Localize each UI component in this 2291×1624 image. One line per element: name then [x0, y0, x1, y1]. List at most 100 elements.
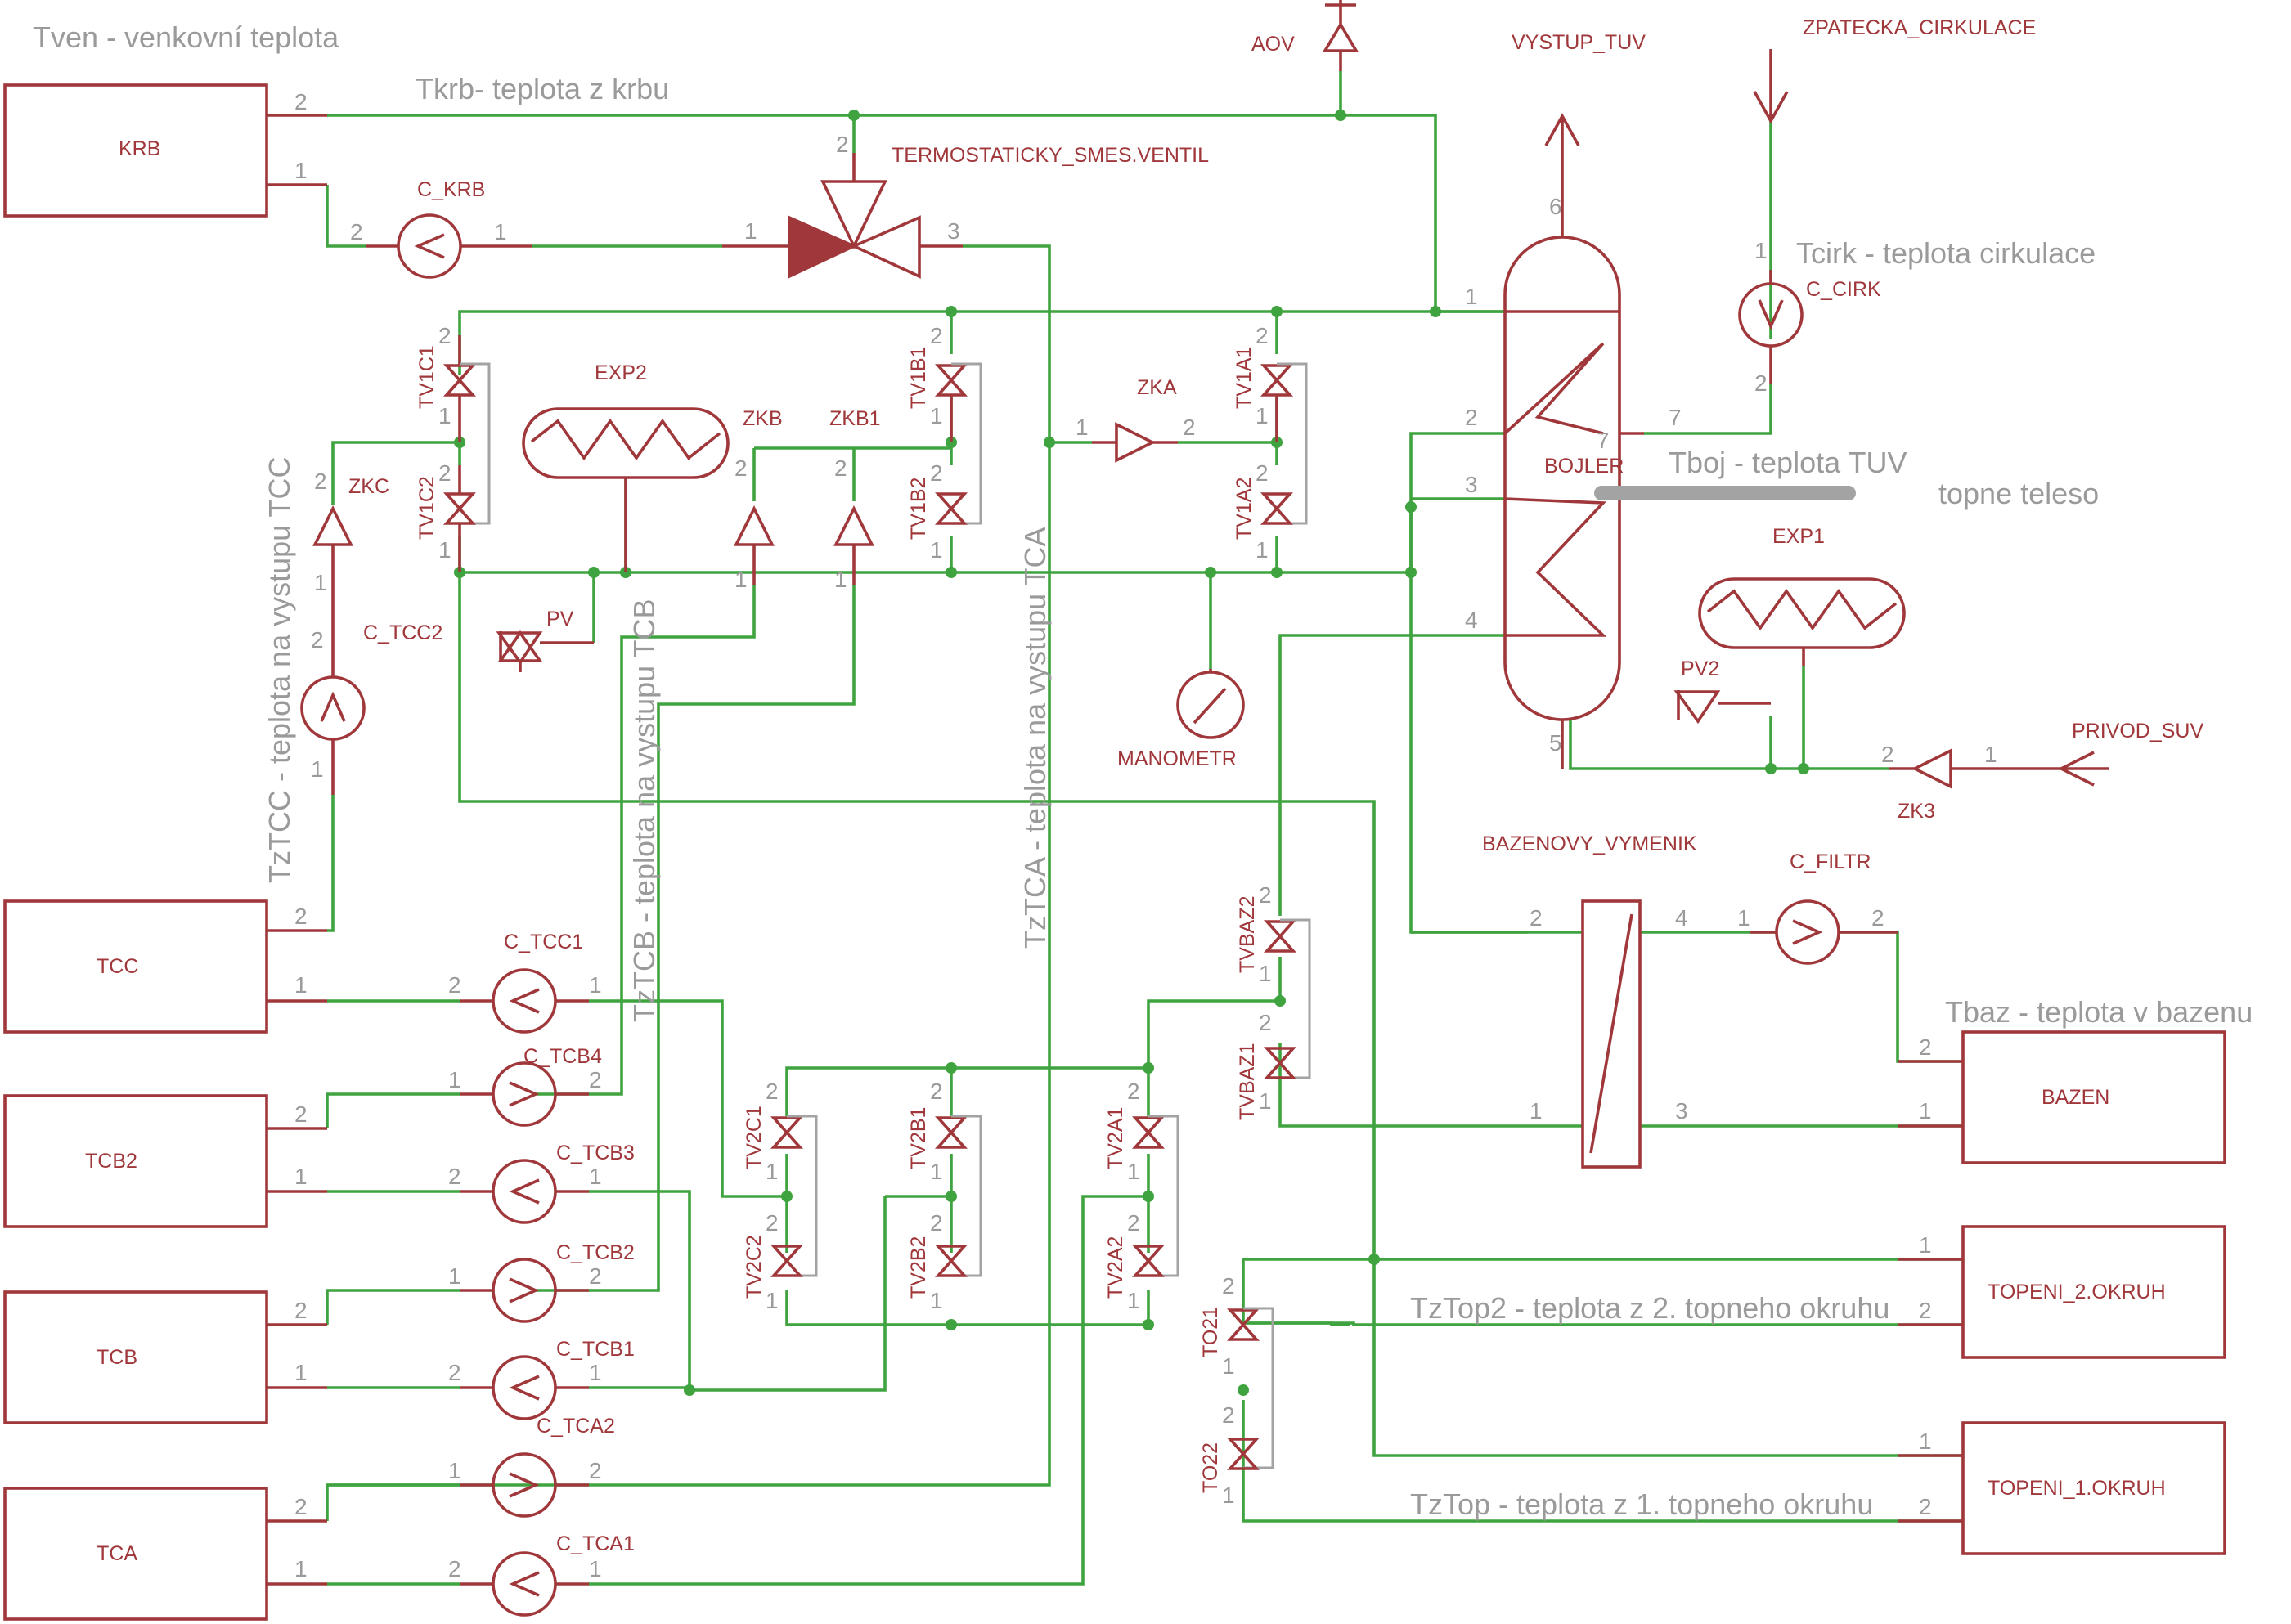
- vystup-tuv-port[interactable]: VYSTUP_TUV: [1512, 31, 1646, 155]
- svg-text:2: 2: [448, 1556, 461, 1581]
- valve-tvbaz2[interactable]: TVBAZ2 2 1: [1236, 882, 1311, 1079]
- valve-tv2b1[interactable]: TV2B1 21: [907, 1079, 982, 1277]
- svg-text:1: 1: [1530, 1098, 1543, 1124]
- valve-tv1b2[interactable]: TV1B2 21: [907, 460, 966, 563]
- pump-c-cirk[interactable]: 1 2 C_CIRK: [1738, 238, 1881, 396]
- check-valve-zkb[interactable]: 2 1 ZKB: [734, 407, 783, 592]
- check-valve-zkb1[interactable]: 2 1 ZKB1: [829, 407, 881, 592]
- expansion-tank-exp2[interactable]: EXP2: [522, 361, 730, 572]
- block-topeni1-label: TOPENI_1.OKRUH: [1988, 1477, 2166, 1500]
- pump-c-filtr[interactable]: 1 2 C_FILTR: [1737, 850, 1898, 965]
- svg-text:2: 2: [294, 904, 308, 929]
- pump-c-tcc1[interactable]: 2 1 C_TCC1: [448, 931, 602, 1034]
- svg-text:ZKB1: ZKB1: [829, 407, 881, 430]
- pump-c-tcb2[interactable]: 1 2 C_TCB2: [448, 1241, 635, 1323]
- svg-text:ZK3: ZK3: [1898, 800, 1935, 823]
- check-valve-zk3[interactable]: 2 1 ZK3: [1881, 742, 1997, 823]
- aov-valve[interactable]: AOV: [1251, 0, 1359, 71]
- svg-text:2: 2: [1881, 742, 1894, 767]
- svg-text:6: 6: [1549, 194, 1562, 219]
- valve-tv1c2[interactable]: TV1C2 21: [416, 460, 474, 572]
- block-tcc[interactable]: TCC 2 1: [3, 899, 327, 1034]
- pump-c-krb[interactable]: 2 1 C_KRB: [350, 178, 532, 279]
- svg-text:2: 2: [1919, 1034, 1932, 1060]
- note-tcirk: Tcirk - teplota cirkulace: [1796, 236, 2096, 270]
- svg-text:TV1B1: TV1B1: [907, 347, 930, 409]
- expansion-tank-exp1[interactable]: EXP1: [1698, 525, 1906, 666]
- note-tboj: Tboj - teplota TUV: [1669, 446, 1907, 479]
- valve-tv1a2[interactable]: TV1A2 21: [1233, 460, 1291, 563]
- bojler[interactable]: 1 2 3 4 5 6 7 7 BOJLER: [1465, 155, 1682, 769]
- svg-text:3: 3: [1675, 1098, 1688, 1124]
- svg-text:TVBAZ2: TVBAZ2: [1236, 896, 1259, 973]
- svg-text:1: 1: [1259, 1088, 1272, 1114]
- svg-text:4: 4: [1465, 608, 1478, 633]
- svg-text:C_TCB3: C_TCB3: [556, 1142, 635, 1164]
- valve-tv1c1[interactable]: TV1C1 21: [416, 323, 491, 525]
- svg-text:1: 1: [1076, 415, 1089, 440]
- valve-tvbaz1[interactable]: TVBAZ1 2 1: [1236, 1010, 1295, 1120]
- pump-c-tcb3[interactable]: 2 1 C_TCB3: [448, 1142, 635, 1224]
- block-tca[interactable]: TCA 2 1: [3, 1487, 327, 1621]
- block-krb[interactable]: KRB 2 1: [3, 83, 327, 218]
- pump-c-tca2[interactable]: 1 2 C_TCA2: [448, 1415, 615, 1518]
- block-topeni-2-okruh[interactable]: TOPENI_2.OKRUH 1 2: [1898, 1225, 2226, 1359]
- svg-text:1: 1: [1127, 1288, 1140, 1313]
- pump-c-tca1[interactable]: 2 1 C_TCA1: [448, 1532, 635, 1617]
- svg-text:2: 2: [314, 469, 327, 494]
- svg-text:1: 1: [1754, 238, 1768, 263]
- svg-text:C_TCB4: C_TCB4: [523, 1045, 602, 1068]
- bojler-label: BOJLER: [1544, 455, 1624, 478]
- block-topeni-1-okruh[interactable]: TOPENI_1.OKRUH 1 2: [1898, 1421, 2226, 1555]
- valve-tv2a2[interactable]: TV2A2 21: [1104, 1210, 1163, 1313]
- valve-to22[interactable]: TO22 21: [1199, 1402, 1258, 1508]
- svg-text:1: 1: [294, 972, 308, 998]
- svg-text:2: 2: [294, 1101, 308, 1127]
- svg-text:2: 2: [766, 1079, 779, 1104]
- svg-text:TO21: TO21: [1199, 1307, 1222, 1357]
- check-valve-zka[interactable]: 1 2 ZKA: [1076, 376, 1196, 463]
- note-tztcc: TzTCC - teplota na vystupu TCC: [263, 456, 296, 883]
- pump-c-tcc2[interactable]: 2 1 C_TCC2: [300, 621, 442, 795]
- svg-text:1: 1: [1919, 1098, 1932, 1124]
- note-tztca: TzTCA - teplota na vystupu TCA: [1018, 527, 1052, 949]
- valve-tv2b2[interactable]: TV2B2 21: [907, 1210, 966, 1313]
- svg-text:2: 2: [734, 455, 748, 481]
- svg-text:2: 2: [1754, 370, 1768, 396]
- block-tcb[interactable]: TCB 2 1: [3, 1290, 327, 1424]
- manometer[interactable]: MANOMETR: [1117, 669, 1245, 770]
- valve-tv2c2[interactable]: TV2C2 21: [743, 1210, 802, 1313]
- svg-text:2: 2: [930, 1210, 943, 1236]
- zpatecka-cirkulace-port[interactable]: ZPATECKA_CIRKULACE: [1753, 16, 2036, 124]
- safety-valve-pv[interactable]: PV: [496, 608, 595, 672]
- privod-suv-port[interactable]: PRIVOD_SUV: [1996, 720, 2203, 787]
- bazenovy-vymenik[interactable]: 2 4 1 3 BAZENOVY_VYMENIK: [1482, 832, 1697, 1169]
- svg-text:1: 1: [1256, 403, 1269, 428]
- svg-text:2: 2: [1256, 323, 1269, 348]
- svg-text:2: 2: [930, 323, 943, 348]
- valve-tv2c1[interactable]: TV2C1 21: [743, 1079, 818, 1277]
- pump-c-tcb1[interactable]: 2 1 C_TCB1: [448, 1338, 635, 1420]
- check-valve-zkc[interactable]: 2 1 ZKC: [312, 469, 389, 621]
- block-tcb2[interactable]: TCB2 2 1: [3, 1094, 327, 1228]
- block-bazen[interactable]: BAZEN 2 1: [1898, 1030, 2226, 1164]
- valve-tv1b1[interactable]: TV1B1 21: [907, 323, 982, 525]
- svg-text:2: 2: [294, 89, 308, 114]
- termostaticky-smesovaci-ventil[interactable]: 2 1 3 TERMOSTATICKY_SMES.VENTIL: [722, 132, 1209, 279]
- valve-tv2a1[interactable]: TV2A1 21: [1104, 1079, 1179, 1277]
- svg-text:1: 1: [1919, 1429, 1932, 1454]
- svg-text:1: 1: [294, 1360, 308, 1385]
- svg-text:1: 1: [930, 537, 943, 563]
- svg-text:TV2B2: TV2B2: [907, 1236, 930, 1299]
- svg-text:PV: PV: [546, 608, 574, 630]
- block-tcb-label: TCB: [97, 1346, 137, 1369]
- valve-tv1a1[interactable]: TV1A1 21: [1233, 323, 1308, 525]
- valve-to21[interactable]: TO21 21: [1199, 1273, 1274, 1469]
- block-topeni2-label: TOPENI_2.OKRUH: [1988, 1281, 2166, 1303]
- safety-valve-pv2[interactable]: PV2: [1673, 657, 1771, 725]
- pump-c-tcb4[interactable]: 1 2 C_TCB4: [448, 1045, 602, 1127]
- svg-text:2: 2: [1127, 1210, 1140, 1236]
- svg-text:ZPATECKA_CIRKULACE: ZPATECKA_CIRKULACE: [1803, 16, 2036, 39]
- svg-text:1: 1: [930, 1159, 943, 1184]
- svg-text:1: 1: [448, 1067, 461, 1092]
